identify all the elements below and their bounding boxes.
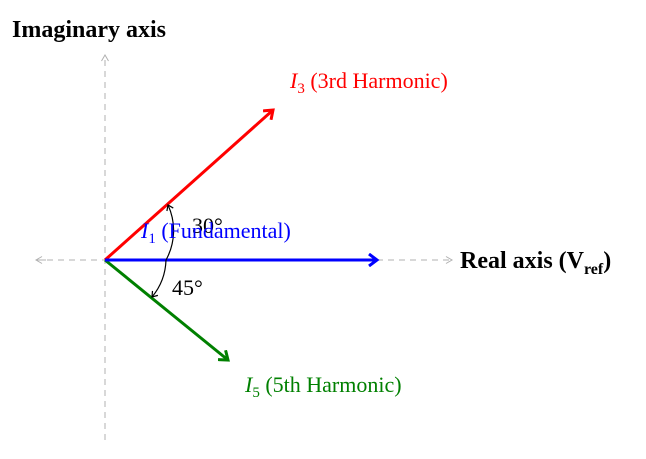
real-axis-label: Real axis (Vref) <box>460 248 611 278</box>
phasor-i3-symbol: I <box>289 68 299 93</box>
phasor-i1-subscript: 1 <box>148 231 156 247</box>
phasor-i5-subscript: 5 <box>252 385 260 401</box>
phasor-i3-label: I3 (3rd Harmonic) <box>289 68 448 97</box>
angle-label-30: 30° <box>192 213 223 238</box>
angle-arc-30 <box>165 204 175 261</box>
phasor-i5-symbol: I <box>244 372 254 397</box>
real-axis-label-main: Real axis (V <box>460 248 585 274</box>
phasor-i5-arrow <box>104 258 228 360</box>
phasor-i1-text: (Fundamental) <box>156 218 291 243</box>
phasor-i3-arrow <box>104 110 273 262</box>
real-axis-label-subscript: ref <box>584 261 604 278</box>
phasor-i5-label: I5 (5th Harmonic) <box>244 372 402 401</box>
imaginary-axis-label: Imaginary axis <box>12 17 166 43</box>
real-axis-label-close: ) <box>603 248 611 274</box>
phasor-i1-label: I1 (Fundamental) <box>140 218 291 247</box>
phasor-i3-text: (3rd Harmonic) <box>305 68 448 93</box>
phasor-i5-text: (5th Harmonic) <box>260 372 402 397</box>
angle-arc-45 <box>151 259 167 298</box>
angle-label-45: 45° <box>172 275 203 300</box>
phasor-i3-subscript: 3 <box>297 81 305 97</box>
phasor-i1-symbol: I <box>140 218 150 243</box>
